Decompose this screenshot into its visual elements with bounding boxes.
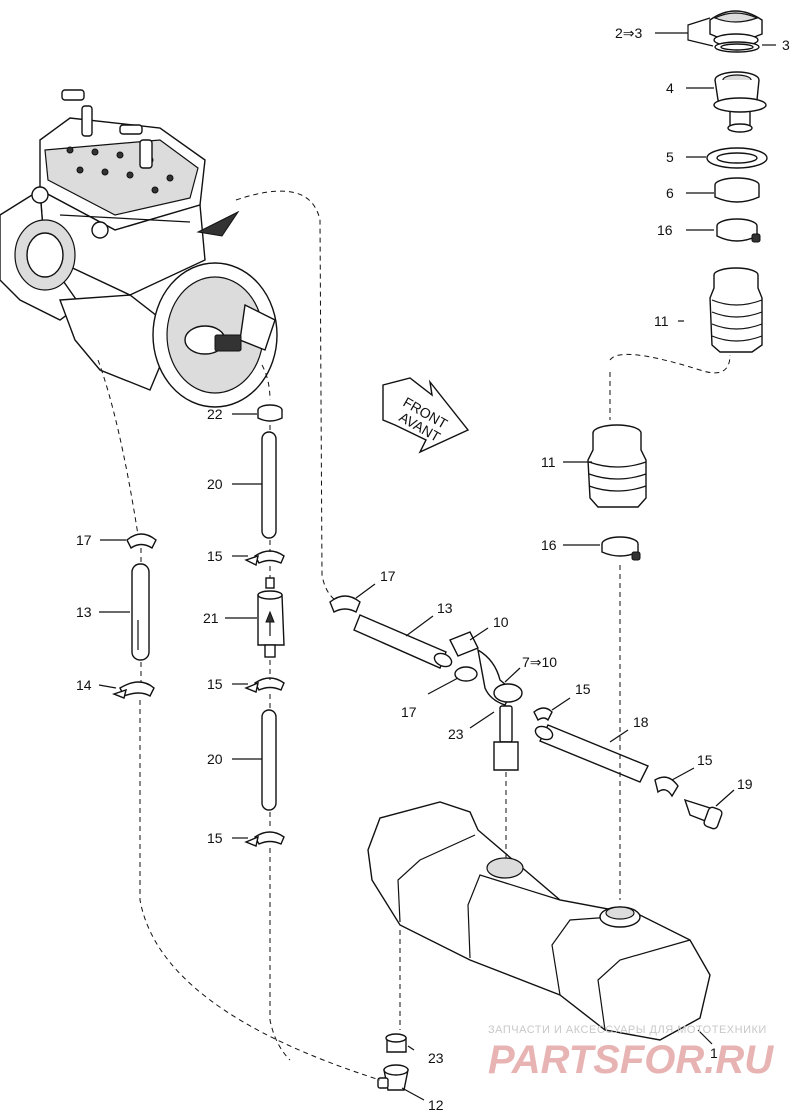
leader-lines [98, 17, 776, 1101]
callout-16-lower: 16 [541, 537, 557, 553]
engine-illustration [0, 89, 278, 408]
filler-cap-assembly [587, 10, 768, 561]
callout-22: 22 [207, 406, 223, 422]
callout-15-a: 15 [207, 548, 223, 564]
callout-21: 21 [203, 610, 219, 626]
callout-19: 19 [737, 776, 753, 792]
left-hose-column [111, 533, 157, 699]
callout-23-bottom: 23 [428, 1050, 444, 1066]
callout-labels: 2⇒3 3 4 5 6 16 11 11 16 22 20 15 21 15 2… [76, 25, 790, 1113]
callout-13-left: 13 [76, 604, 92, 620]
callout-6: 6 [666, 185, 674, 201]
hose-routing-lines [97, 190, 731, 1081]
callout-15-b: 15 [207, 676, 223, 692]
front-direction-arrow: FRONT AVANT [382, 377, 470, 454]
callout-17-left: 17 [76, 532, 92, 548]
pickup-fitting [377, 1033, 409, 1091]
callout-15-d: 15 [575, 681, 591, 697]
watermark-caption: ЗАПЧАСТИ И АКСЕССУАРЫ ДЛЯ МОТОТЕХНИКИ [488, 1024, 767, 1036]
callout-3: 3 [782, 37, 790, 53]
callout-23-tee: 23 [448, 726, 464, 742]
fuel-filter-column [244, 404, 285, 847]
callout-15-e: 15 [697, 752, 713, 768]
callout-20-upper: 20 [207, 476, 223, 492]
bellows-hose-upper [709, 267, 763, 353]
callout-4: 4 [666, 80, 674, 96]
bellows-hose-lower [587, 424, 647, 508]
callout-5: 5 [666, 149, 674, 165]
callout-17-elbow: 17 [401, 704, 417, 720]
callout-10: 10 [493, 614, 509, 630]
callout-7to10: 7⇒10 [522, 654, 557, 670]
callout-20-lower: 20 [207, 751, 223, 767]
callout-17-tee: 17 [380, 568, 396, 584]
callout-12: 12 [428, 1097, 444, 1113]
fuel-tank [367, 801, 711, 1041]
watermark-brand: PARTSFOR.RU [488, 1038, 774, 1082]
callout-13-tee: 13 [437, 600, 453, 616]
callout-1: 1 [710, 1045, 718, 1061]
callout-18: 18 [633, 714, 649, 730]
callout-16-upper: 16 [657, 222, 673, 238]
callout-2to3: 2⇒3 [615, 25, 643, 41]
callout-11-upper: 11 [654, 313, 669, 329]
watermark: ЗАПЧАСТИ И АКСЕССУАРЫ ДЛЯ МОТОТЕХНИКИ PA… [488, 1024, 774, 1082]
callout-11-lower: 11 [541, 454, 556, 470]
callout-14: 14 [76, 677, 92, 693]
callout-15-c: 15 [207, 830, 223, 846]
vent-line-assembly [329, 595, 723, 830]
